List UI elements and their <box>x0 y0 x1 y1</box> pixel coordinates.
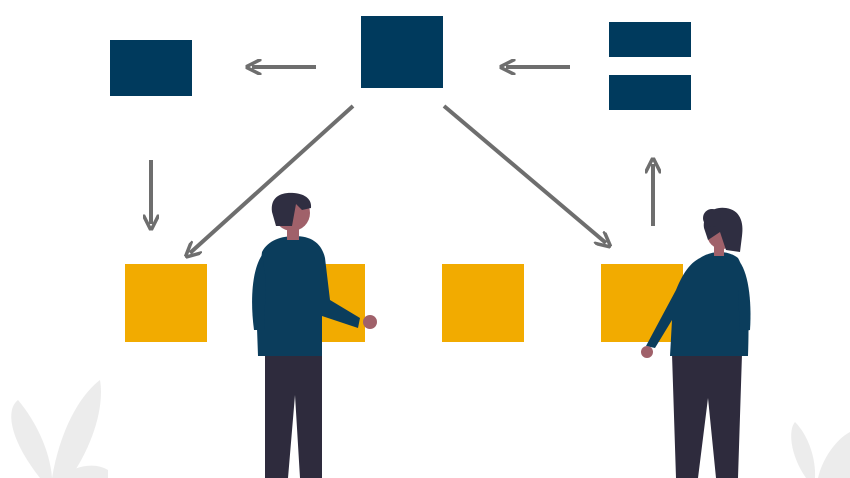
plant-right <box>791 422 850 478</box>
woman-legs <box>672 354 742 478</box>
plant-leaf <box>791 422 816 478</box>
woman-hair-bun <box>703 209 721 227</box>
woman-neck <box>714 242 724 256</box>
plant-leaf <box>818 432 850 478</box>
top-center-block <box>361 16 443 88</box>
woman-figure <box>641 207 751 478</box>
top-left-block <box>110 40 192 96</box>
man-legs <box>265 352 322 478</box>
woman-hand <box>641 346 653 358</box>
man-hand <box>363 315 377 329</box>
man-hair <box>271 192 312 226</box>
arrow-diagonal-down-right <box>442 104 606 243</box>
plant-leaf <box>60 465 108 478</box>
woman-torso <box>646 252 749 356</box>
arrow-diagonal-down-left <box>190 104 355 253</box>
yellow-square-3 <box>442 264 524 342</box>
stacked-bar-bottom <box>609 75 691 110</box>
man-torso <box>256 236 360 356</box>
plant-leaf <box>52 380 101 478</box>
man-figure <box>252 192 377 478</box>
plant-left <box>11 380 108 478</box>
stacked-bar-top <box>609 22 691 57</box>
man-left-arm <box>252 255 266 330</box>
yellow-square-1 <box>125 264 207 342</box>
woman-right-arm <box>738 260 751 332</box>
top-right-stacked-bars <box>609 22 691 110</box>
plant-leaf <box>11 400 53 478</box>
